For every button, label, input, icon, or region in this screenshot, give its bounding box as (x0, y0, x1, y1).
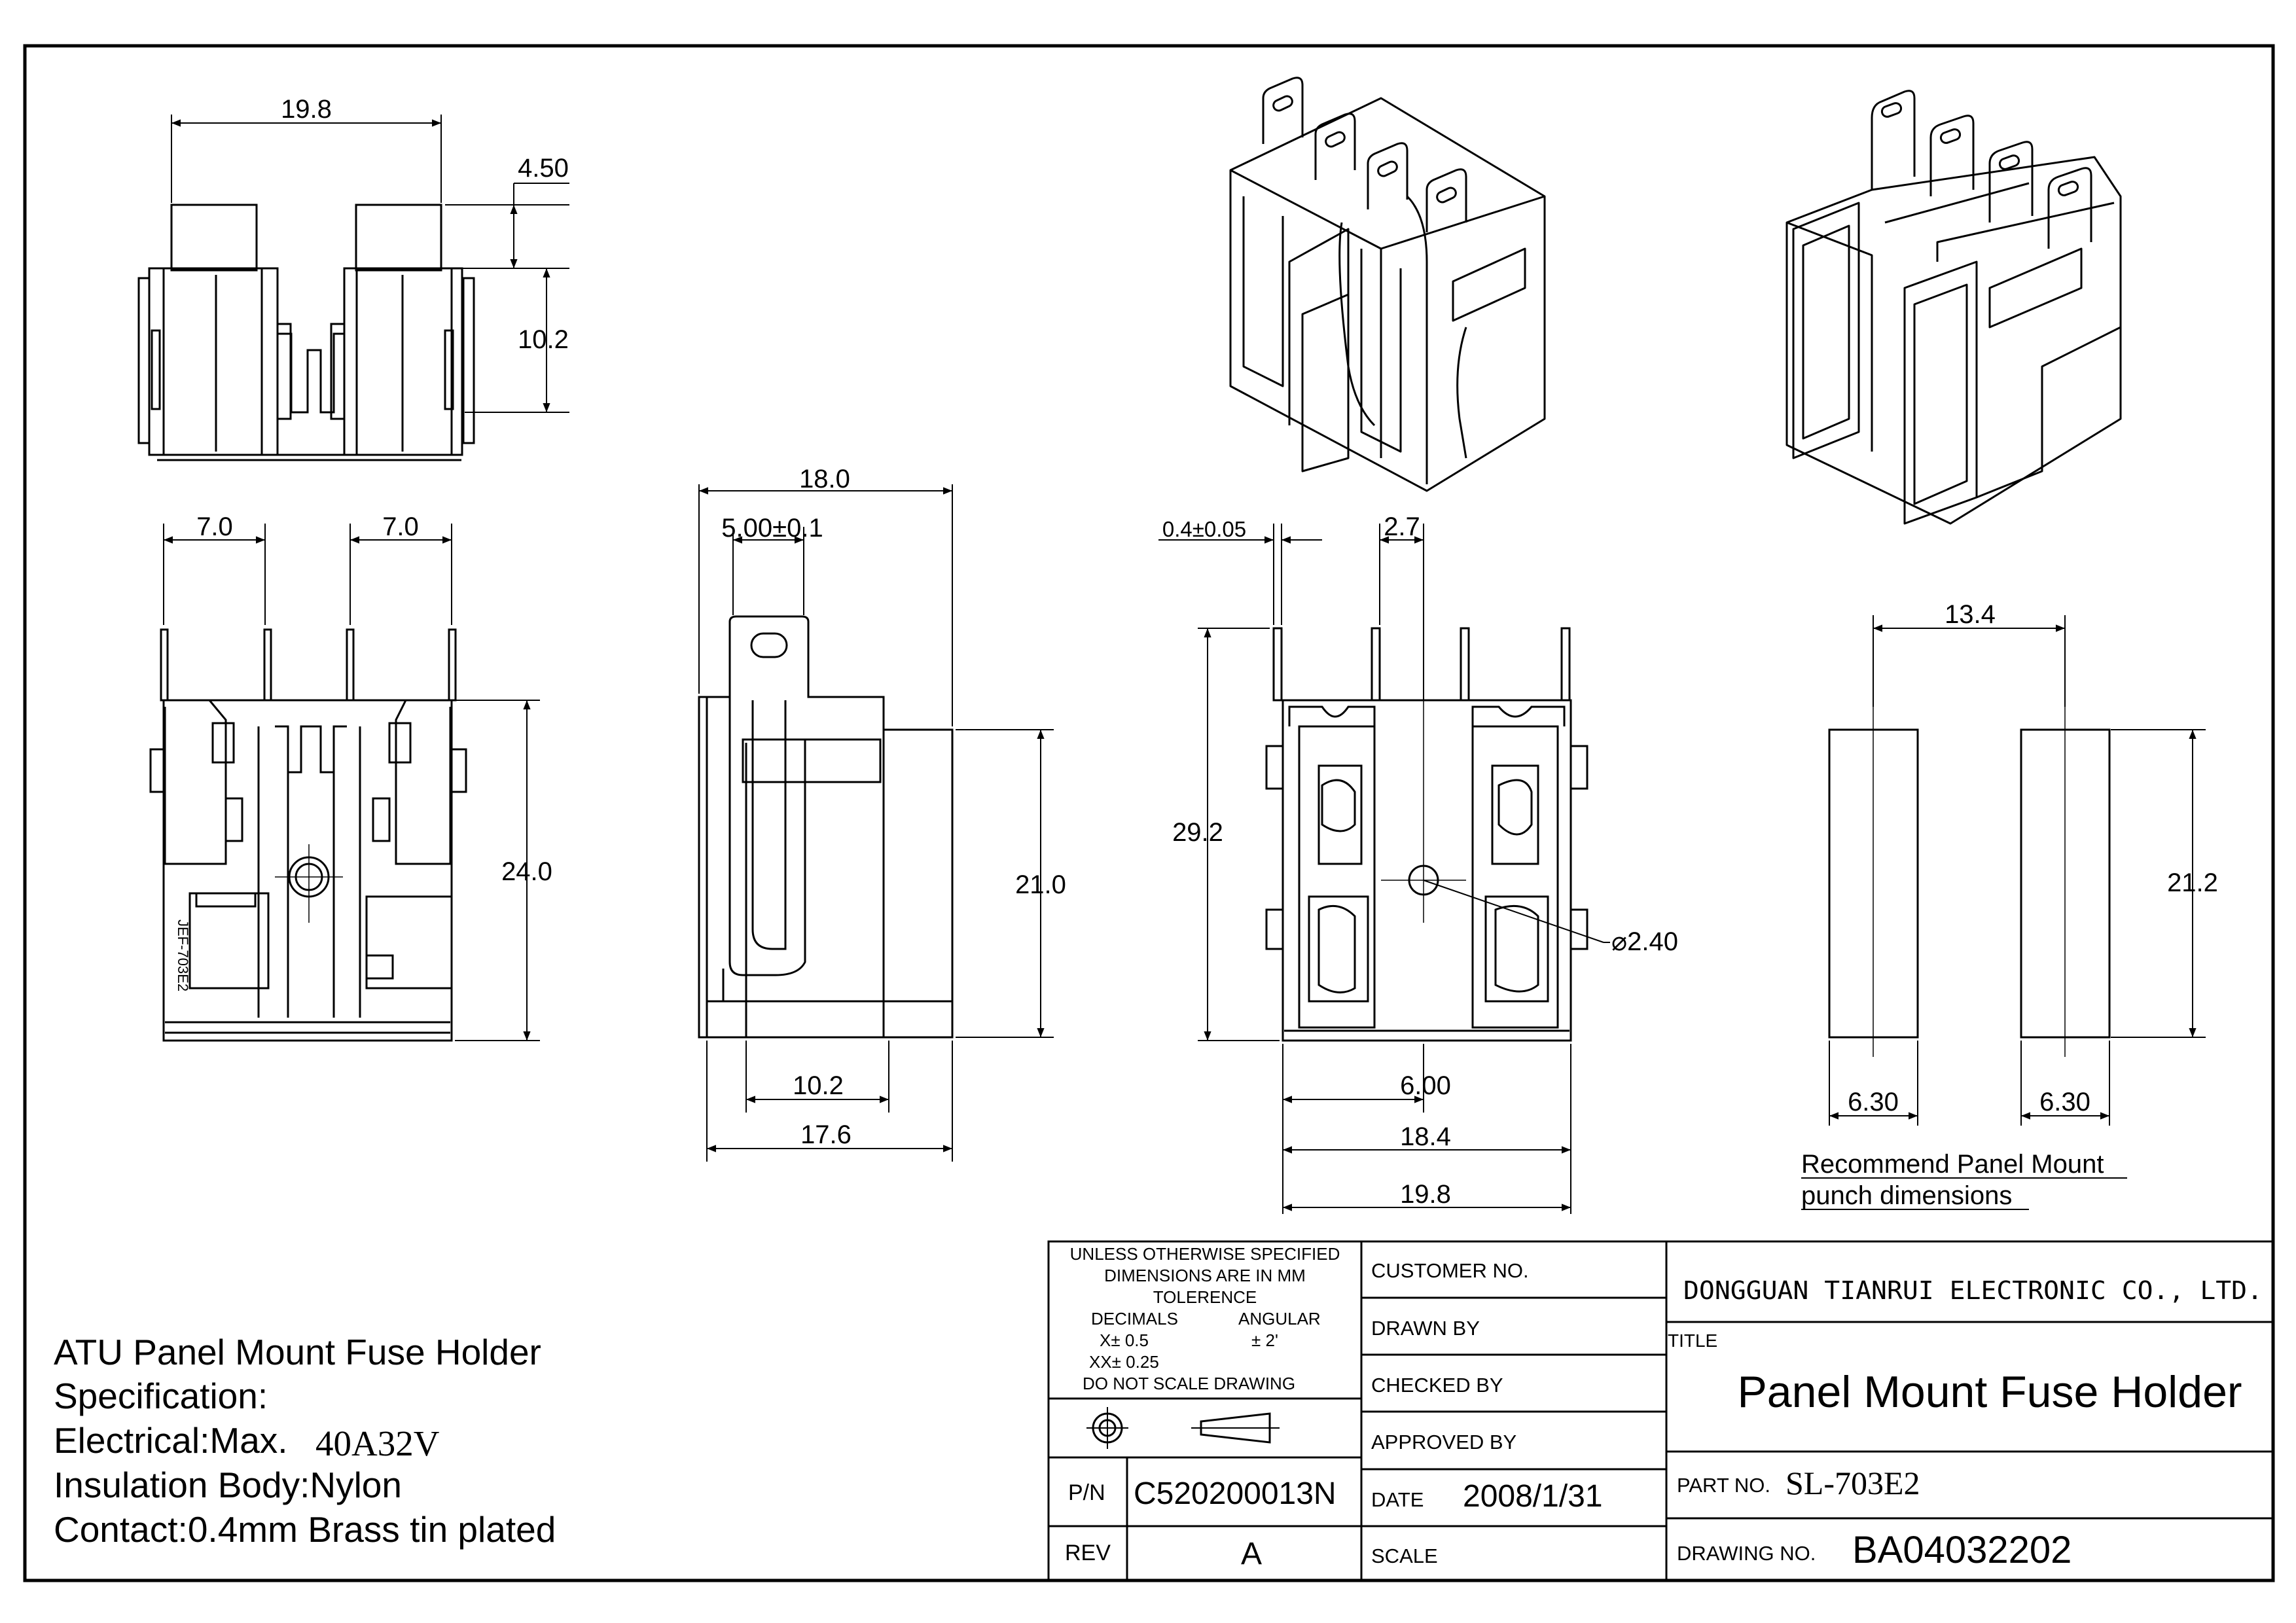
spec-title: ATU Panel Mount Fuse Holder (54, 1332, 541, 1372)
drawing-value: BA04032202 (1852, 1529, 2072, 1571)
dim-side-width-top: 18.0 (799, 465, 850, 493)
dim-panel-pitch: 13.4 (1945, 600, 1996, 629)
rear-view (1265, 627, 1588, 1042)
no-scale-note: DO NOT SCALE DRAWING (1083, 1374, 1295, 1393)
top-view (137, 204, 475, 461)
front-view-dims (163, 524, 540, 1041)
panel-note-line2: punch dimensions (1801, 1181, 2012, 1210)
rev-value: A (1241, 1537, 1262, 1571)
title-value: Panel Mount Fuse Holder (1737, 1367, 2242, 1417)
pn-value: C520200013N (1134, 1476, 1336, 1511)
front-view (149, 628, 467, 1042)
part-label: PART NO. (1677, 1474, 1770, 1497)
dim-side-tab-width: 5.00±0.1 (721, 514, 823, 543)
top-view-dims (171, 115, 569, 413)
dim-rear-hole: ⌀2.40 (1611, 927, 1678, 956)
panel-punch-dims (1801, 615, 2206, 1210)
company-name: DONGGUAN TIANRUI ELECTRONIC CO., LTD. (1683, 1276, 2263, 1305)
date-value: 2008/1/31 (1463, 1479, 1603, 1514)
dim-front-pitch-right: 7.0 (382, 512, 419, 541)
tolerance-line3: TOLERENCE (1153, 1287, 1257, 1307)
angular-label: ANGULAR (1238, 1309, 1321, 1329)
dim-rear-height: 29.2 (1172, 818, 1223, 847)
dim-top-tab-height: 4.50 (518, 154, 569, 183)
drawn-label: DRAWN BY (1371, 1317, 1480, 1340)
isometric-view-rear (1785, 90, 2122, 525)
customer-label: CUSTOMER NO. (1371, 1259, 1529, 1282)
spec-heading: Specification: (54, 1376, 268, 1416)
xx-tolerance: XX± 0.25 (1089, 1352, 1159, 1372)
scale-label: SCALE (1371, 1544, 1438, 1567)
dim-front-pitch-left: 7.0 (196, 512, 233, 541)
spec-insulation: Insulation Body:Nylon (54, 1465, 402, 1505)
panel-note-line1: Recommend Panel Mount (1801, 1150, 2104, 1179)
checked-label: CHECKED BY (1371, 1374, 1503, 1397)
date-label: DATE (1371, 1488, 1424, 1511)
tolerance-line1: UNLESS OTHERWISE SPECIFIED (1070, 1244, 1340, 1264)
dim-front-height: 24.0 (501, 857, 552, 886)
dim-top-body-height: 10.2 (518, 325, 569, 354)
dim-rear-hole-offset: 6.00 (1400, 1071, 1451, 1100)
spec-electrical-label: Electrical:Max. (54, 1420, 288, 1461)
dim-side-height: 21.0 (1015, 870, 1066, 899)
tolerance-line2: DIMENSIONS ARE IN MM (1104, 1266, 1306, 1285)
spec-contact: Contact:0.4mm Brass tin plated (54, 1509, 556, 1550)
dim-rear-offset: 2.7 (1384, 512, 1420, 541)
rev-label: REV (1065, 1541, 1111, 1565)
x-tolerance: X± 0.5 (1100, 1330, 1149, 1350)
dim-panel-slot-left: 6.30 (1848, 1088, 1899, 1116)
panel-punch-view (1828, 707, 2111, 1057)
dim-panel-slot-right: 6.30 (2039, 1088, 2090, 1116)
approved-label: APPROVED BY (1371, 1431, 1516, 1454)
title-block (1047, 1240, 2274, 1582)
dim-rear-total-width: 19.8 (1400, 1180, 1451, 1209)
dim-side-bottom-total: 17.6 (800, 1120, 852, 1149)
side-view-dims (698, 484, 1054, 1162)
dim-side-bottom-inner: 10.2 (793, 1071, 844, 1100)
side-view (698, 615, 954, 1039)
dim-rear-inner-width: 18.4 (1400, 1122, 1451, 1151)
title-label: TITLE (1668, 1330, 1717, 1351)
angular-tolerance: ± 2' (1251, 1330, 1278, 1350)
drawing-label: DRAWING NO. (1677, 1542, 1816, 1565)
part-value: SL-703E2 (1785, 1465, 1920, 1501)
dim-top-width: 19.8 (281, 95, 332, 124)
rear-view-dims (1158, 524, 1610, 1214)
isometric-view-front (1229, 77, 1546, 492)
dim-rear-thickness: 0.4±0.05 (1162, 517, 1246, 541)
spec-electrical-value: 40A32V (315, 1423, 440, 1463)
pn-label: P/N (1068, 1480, 1105, 1505)
part-marking-front: JEF-703E2 (175, 919, 191, 991)
decimals-label: DECIMALS (1091, 1309, 1178, 1329)
dim-panel-height: 21.2 (2167, 868, 2218, 897)
